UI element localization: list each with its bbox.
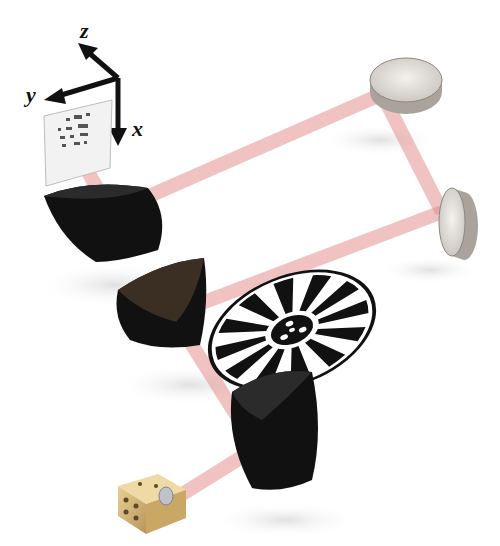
pattern-mark <box>74 115 82 119</box>
parabolic-mirror <box>117 258 207 348</box>
wheel-blade <box>213 328 267 360</box>
wheel-blade <box>305 278 362 317</box>
pattern-mark <box>60 136 65 139</box>
hole <box>138 482 142 486</box>
pattern-mark <box>86 113 90 116</box>
axis-label: y <box>26 84 36 106</box>
pattern-mark <box>74 142 80 145</box>
pattern-mark <box>58 128 61 131</box>
card <box>44 100 112 186</box>
hole <box>124 510 129 515</box>
arrowhead <box>109 128 127 146</box>
y-axis <box>58 78 118 96</box>
pattern-mark <box>66 127 72 130</box>
arrowhead <box>44 88 66 104</box>
flat-mirror <box>370 58 442 114</box>
mirror-face <box>439 188 465 256</box>
pattern-mark <box>66 118 70 121</box>
flat-mirror <box>439 188 478 260</box>
block-side <box>118 486 146 534</box>
shadow <box>320 124 440 156</box>
pattern-mark <box>62 144 66 147</box>
wheel-blade <box>289 269 340 313</box>
target-card <box>44 100 112 186</box>
source-block <box>118 474 186 534</box>
hole <box>154 484 158 488</box>
mirror-body <box>44 184 162 262</box>
mirror-face <box>44 184 148 198</box>
hub-hole <box>279 333 288 341</box>
hole <box>134 504 139 509</box>
mirror-face <box>370 58 442 102</box>
parabolic-mirror <box>44 184 162 262</box>
z-axis <box>88 52 118 78</box>
card-pattern <box>58 113 90 147</box>
wheel-blade <box>304 329 347 372</box>
parabolic-mirror <box>231 371 318 490</box>
beam-segment <box>140 94 382 200</box>
hub-hole <box>285 320 294 328</box>
mirror-body <box>117 258 207 348</box>
arrowhead <box>78 43 98 60</box>
hub-hole <box>298 326 307 334</box>
pattern-mark <box>80 133 88 136</box>
pattern-mark <box>84 141 87 144</box>
wheel-blade <box>237 288 280 331</box>
x-axis <box>116 78 121 132</box>
mirror-face <box>118 258 204 322</box>
mirror-body <box>231 371 318 490</box>
pattern-mark <box>78 124 88 128</box>
pattern-mark <box>70 135 74 138</box>
axis-label: x <box>132 118 143 140</box>
emitter <box>159 487 173 505</box>
hole <box>124 498 129 503</box>
mirror-face <box>232 371 312 420</box>
shadow <box>210 502 360 538</box>
hub-hole <box>289 327 296 333</box>
axis-label: z <box>80 20 89 42</box>
wheel-hub <box>266 309 317 351</box>
beam <box>88 94 442 505</box>
hole <box>134 516 139 521</box>
shadow <box>380 256 480 284</box>
